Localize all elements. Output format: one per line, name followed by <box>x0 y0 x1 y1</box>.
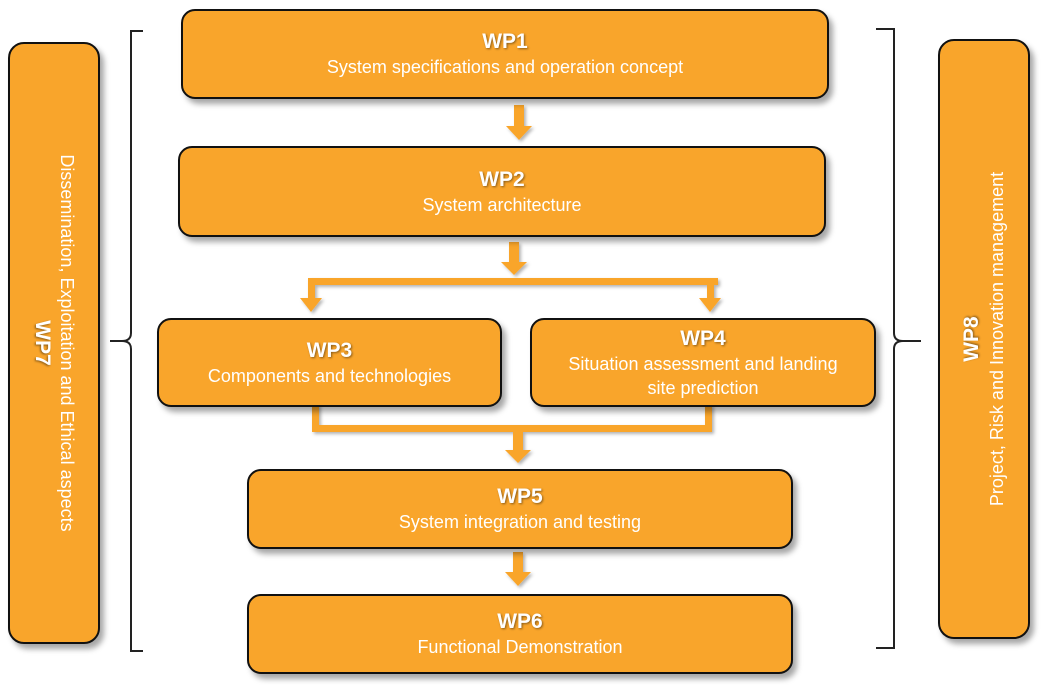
wp7-description: Dissemination, Exploitation and Ethical … <box>57 154 77 532</box>
arrow-wp2-split <box>501 242 527 275</box>
wp2-description: System architecture <box>422 194 582 215</box>
wp5-description: System integration and testing <box>398 512 642 532</box>
wp8-text: WP8 Project, Risk and Innovation managem… <box>959 172 1009 506</box>
wp6-description: Functional Demonstration <box>417 637 623 657</box>
wp5-box: WP5 System integration and testing <box>247 469 793 549</box>
right-brace <box>876 28 921 649</box>
merge-line <box>312 425 712 432</box>
wp3-description: Components and technologies <box>207 365 452 386</box>
wp1-description: System specifications and operation conc… <box>326 57 684 77</box>
wp8-description: Project, Risk and Innovation management <box>987 171 1007 507</box>
arrow-merge-wp5 <box>505 432 531 463</box>
arrow-to-wp3 <box>300 278 322 312</box>
wp1-title: WP1 <box>482 30 528 53</box>
wp6-box: WP6 Functional Demonstration <box>247 594 793 674</box>
wp1-box: WP1 System specifications and operation … <box>181 9 829 99</box>
wp2-box: WP2 System architecture <box>178 146 826 237</box>
wp3-box: WP3 Components and technologies <box>157 318 502 407</box>
wp7-title: WP7 <box>31 320 54 366</box>
wp7-text: Dissemination, Exploitation and Ethical … <box>29 154 79 531</box>
wp8-title: WP8 <box>960 316 983 362</box>
wp3-title: WP3 <box>306 338 353 362</box>
wp8-box: WP8 Project, Risk and Innovation managem… <box>938 39 1030 639</box>
wp6-title: WP6 <box>497 610 543 633</box>
merge-line-left <box>312 404 319 432</box>
wp2-title: WP2 <box>479 167 525 191</box>
wp4-description: Situation assessment and landing site pr… <box>568 353 838 398</box>
wp7-box: Dissemination, Exploitation and Ethical … <box>8 42 100 644</box>
split-line <box>308 278 718 285</box>
wp5-title: WP5 <box>497 485 543 508</box>
wp4-title: WP4 <box>680 326 726 350</box>
left-brace <box>110 30 143 652</box>
arrow-wp5-wp6 <box>505 552 531 586</box>
arrow-to-wp4 <box>699 278 721 312</box>
merge-line-right <box>705 404 712 432</box>
wp4-box: WP4 Situation assessment and landing sit… <box>530 318 876 407</box>
arrow-wp1-wp2 <box>506 105 532 140</box>
